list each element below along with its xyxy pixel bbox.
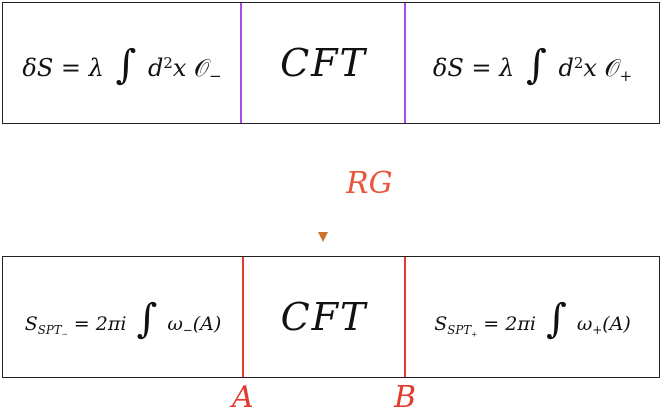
bottom-left-integral: ∫: [136, 296, 158, 342]
bottom-left-equation: SSPT− = 2πi ∫ ω−(A): [3, 257, 243, 377]
top-left-operator-sub: −: [209, 67, 222, 86]
top-right-equals: =: [471, 54, 492, 82]
top-cft-label: CFT: [280, 41, 367, 85]
bottom-left-lhs: S: [24, 313, 38, 335]
top-right-lhs: δS: [432, 54, 464, 82]
top-left-divider: [240, 3, 242, 123]
bottom-right-integral: ∫: [545, 296, 567, 342]
top-right-measure-sup: 2: [573, 53, 584, 72]
top-right-operator: 𝒪: [604, 54, 620, 82]
bottom-left-form-sub: −: [182, 323, 193, 338]
top-left-integral: ∫: [115, 42, 137, 88]
bottom-cft-label: CFT: [280, 295, 368, 339]
bottom-right-equation: SSPT+ = 2πi ∫ ω+(A): [406, 257, 659, 377]
top-right-operator-sub: +: [619, 67, 633, 86]
bottom-left-lhs-sub-text: SPT: [37, 323, 62, 338]
bottom-right-equals: =: [483, 313, 500, 335]
top-left-measure-sup: 2: [163, 53, 173, 72]
bottom-right-lhs-sub: SPT+: [447, 323, 478, 339]
top-center-cell: CFT: [242, 3, 405, 123]
top-left-lhs: δS: [22, 54, 54, 82]
top-right-equation: δS = λ ∫ d2x 𝒪+: [406, 3, 659, 123]
bottom-right-form: ω: [576, 313, 593, 335]
rg-label: RG: [346, 166, 393, 201]
bottom-left-coef: 2πi: [95, 313, 127, 335]
bottom-right-coef: 2πi: [505, 313, 536, 335]
bottom-left-lhs-subsub: −: [61, 329, 68, 339]
bottom-left-arg: (A): [192, 313, 222, 335]
top-left-measure-x: x: [172, 54, 187, 82]
top-left-coef: λ: [88, 54, 104, 82]
point-label-b: B: [394, 380, 417, 415]
bottom-right-lhs: S: [434, 313, 448, 335]
bottom-left-lhs-sub: SPT−: [37, 323, 68, 339]
top-right-measure-x: x: [583, 54, 597, 82]
top-left-measure-d: d: [148, 54, 164, 82]
top-left-operator: 𝒪: [194, 54, 210, 82]
bottom-right-divider: [404, 257, 406, 377]
bottom-right-lhs-sub-text: SPT: [447, 323, 472, 338]
rg-arrow-head: [318, 232, 328, 242]
bottom-left-equals: =: [73, 313, 90, 335]
bottom-right-lhs-subsub: +: [471, 329, 478, 339]
bottom-right-arg: (A): [602, 313, 631, 335]
bottom-right-form-sub: +: [592, 323, 603, 338]
top-diagram-box: δS = λ ∫ d2x 𝒪− CFT δS = λ ∫ d2x 𝒪+: [2, 2, 660, 124]
bottom-left-divider: [242, 257, 244, 377]
bottom-center-cell: CFT: [244, 257, 404, 377]
bottom-diagram-box: SSPT− = 2πi ∫ ω−(A) CFT SSPT+ = 2πi ∫ ω+…: [2, 256, 660, 378]
top-right-integral: ∫: [526, 42, 547, 88]
top-right-divider: [404, 3, 406, 123]
top-right-measure-d: d: [558, 54, 574, 82]
bottom-left-form: ω: [167, 313, 183, 335]
top-left-equation: δS = λ ∫ d2x 𝒪−: [3, 3, 241, 123]
point-label-a: A: [232, 380, 254, 415]
top-right-coef: λ: [499, 54, 515, 82]
top-left-equals: =: [60, 54, 82, 82]
